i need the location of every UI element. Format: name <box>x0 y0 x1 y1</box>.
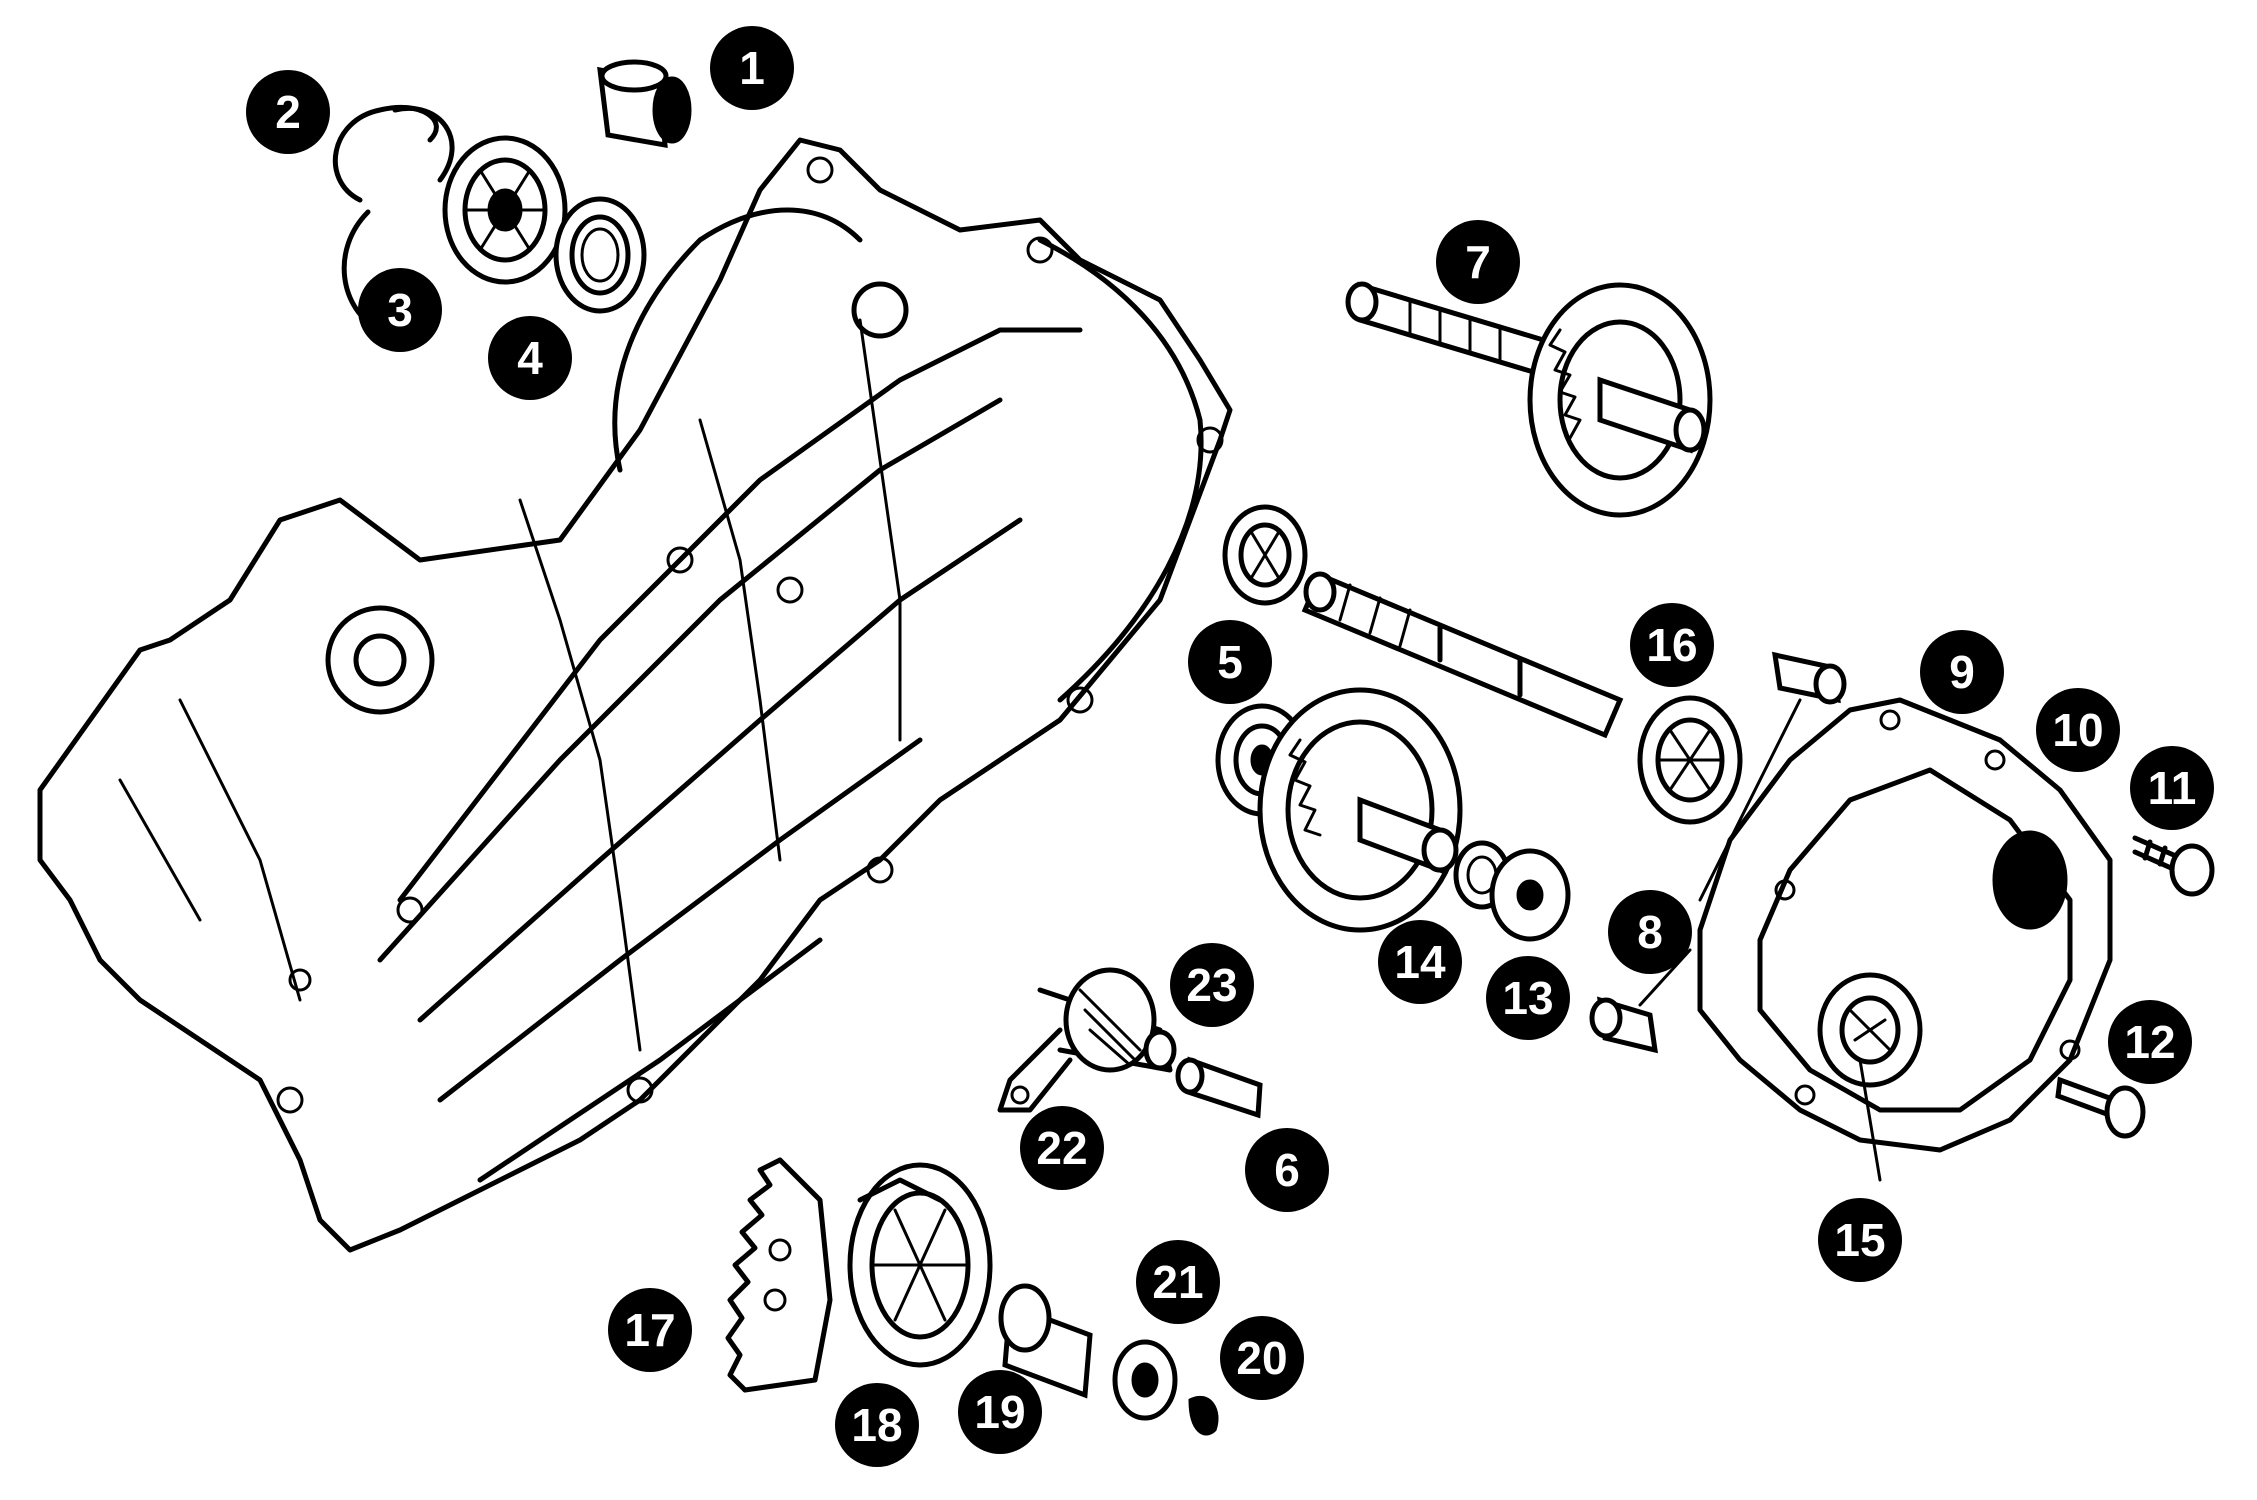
part-transmission-cover <box>1697 697 2113 1182</box>
callout-15: 15 <box>1818 1198 1902 1282</box>
callout-3-label: 3 <box>387 284 413 336</box>
callout-8-label: 8 <box>1637 906 1663 958</box>
part-main-shaft <box>1301 571 1624 739</box>
callout-12-label: 12 <box>2124 1016 2175 1068</box>
callout-14: 14 <box>1378 920 1462 1004</box>
callout-18: 18 <box>835 1383 919 1467</box>
crankcase-housing <box>37 137 1233 1253</box>
callout-4: 4 <box>488 316 572 400</box>
part-kick-spindle-23 <box>1037 967 1177 1073</box>
callout-5-label: 5 <box>1217 636 1243 688</box>
callout-2: 2 <box>246 70 330 154</box>
callout-19: 19 <box>958 1370 1042 1454</box>
part-clip-20 <box>1188 1395 1219 1436</box>
callout-1-label: 1 <box>739 42 765 94</box>
callout-2-label: 2 <box>275 86 301 138</box>
callout-21-label: 21 <box>1152 1256 1203 1308</box>
callout-16-label: 16 <box>1646 619 1697 671</box>
callout-6-label: 6 <box>1274 1144 1300 1196</box>
callout-9-label: 9 <box>1949 646 1975 698</box>
callout-20: 20 <box>1220 1316 1304 1400</box>
callout-10: 10 <box>2036 688 2120 772</box>
callout-23: 23 <box>1170 943 1254 1027</box>
callout-17-label: 17 <box>624 1304 675 1356</box>
callout-3: 3 <box>358 268 442 352</box>
callout-5: 5 <box>1188 620 1272 704</box>
callout-10-label: 10 <box>2052 704 2103 756</box>
part-kick-gear-17 <box>725 1157 833 1393</box>
part-countershaft-7 <box>1345 281 1713 518</box>
callout-4-label: 4 <box>517 332 543 384</box>
callout-12: 12 <box>2108 1000 2192 1084</box>
callout-16: 16 <box>1630 603 1714 687</box>
callout-14-label: 14 <box>1394 936 1446 988</box>
callout-11: 11 <box>2130 746 2214 830</box>
callout-23-label: 23 <box>1186 959 1237 1011</box>
part-final-gear <box>1257 687 1463 933</box>
part-washer-21 <box>1112 1339 1178 1421</box>
part-nut-13 <box>1489 848 1571 942</box>
part-bearing-16 <box>1637 695 1743 825</box>
part-kick-spring-22 <box>997 1027 1073 1113</box>
callout-22-label: 22 <box>1036 1122 1087 1174</box>
callout-13-label: 13 <box>1502 972 1553 1024</box>
part-oil-seal-4 <box>553 196 647 314</box>
callout-20-label: 20 <box>1236 1332 1287 1384</box>
part-pin-6 <box>1175 1056 1263 1119</box>
callout-7: 7 <box>1436 220 1520 304</box>
callout-21: 21 <box>1136 1240 1220 1324</box>
callout-15-label: 15 <box>1834 1214 1885 1266</box>
callout-1: 1 <box>710 26 794 110</box>
part-kick-drum-18 <box>847 1162 993 1368</box>
callout-8: 8 <box>1608 890 1692 974</box>
callout-17: 17 <box>608 1288 692 1372</box>
callout-22: 22 <box>1020 1106 1104 1190</box>
callout-11-label: 11 <box>2148 762 2197 814</box>
part-bolt-11 <box>2132 835 2215 897</box>
callout-6: 6 <box>1245 1128 1329 1212</box>
callout-7-label: 7 <box>1465 236 1491 288</box>
callout-19-label: 19 <box>974 1386 1025 1438</box>
part-bolt-12 <box>2055 1076 2146 1139</box>
part-bearing-5-upper <box>1222 504 1308 606</box>
part-bushing-1 <box>597 59 692 149</box>
part-bushing-19 <box>998 1283 1093 1399</box>
callout-18-label: 18 <box>851 1399 902 1451</box>
callout-13: 13 <box>1486 956 1570 1040</box>
part-bearing-3 <box>442 135 568 285</box>
callout-9: 9 <box>1920 630 2004 714</box>
